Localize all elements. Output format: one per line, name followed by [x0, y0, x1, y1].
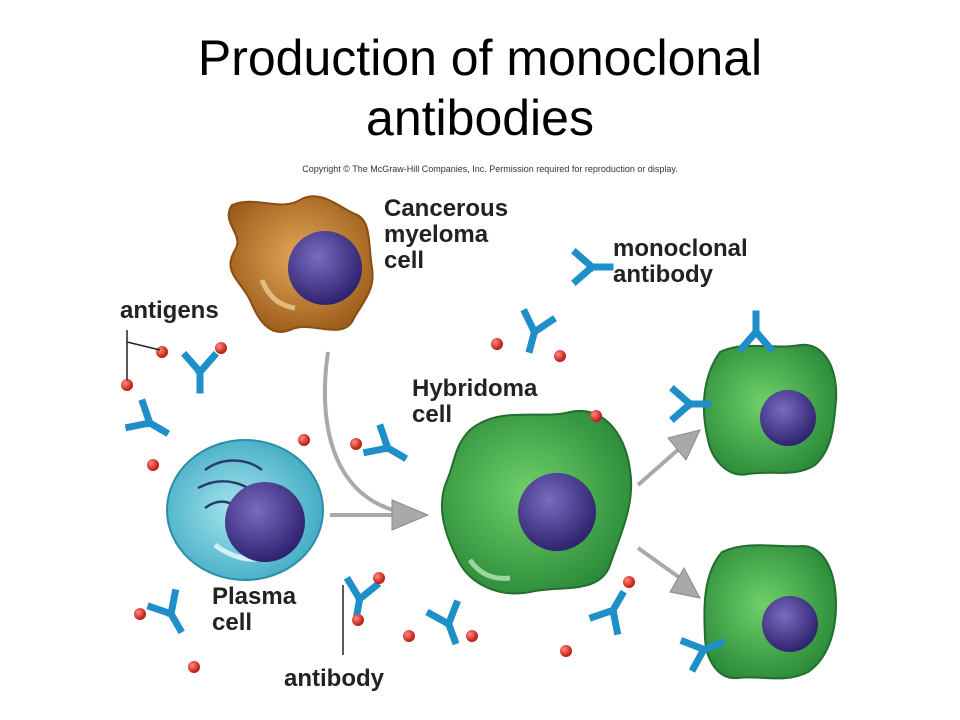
clone-arrow-up	[636, 429, 701, 487]
hybridoma-clone-bottom	[703, 544, 838, 680]
hybridoma-cell	[440, 409, 633, 595]
title-line-2: antibodies	[366, 90, 594, 146]
antigen	[134, 608, 146, 620]
page-title: Production of monoclonal antibodies	[0, 28, 960, 148]
label-myeloma-cell: Cancerous myeloma cell	[384, 196, 508, 274]
antibody	[674, 390, 708, 418]
hybridoma-clone-top	[702, 343, 838, 476]
antigen	[554, 350, 566, 362]
antigen	[623, 576, 635, 588]
label-monoclonal-antibody: monoclonal antibody	[613, 236, 748, 288]
label-hybridoma-cell: Hybridoma cell	[412, 376, 537, 428]
label-hybridoma-line2: cell	[412, 401, 453, 428]
antibody-legend	[576, 253, 610, 281]
label-monoclonal-line2: antibody	[613, 261, 713, 288]
antigen	[121, 379, 133, 391]
label-plasma-line1: Plasma	[212, 583, 297, 610]
myeloma-cell	[227, 195, 374, 333]
leader-lines	[126, 330, 344, 655]
label-hybridoma-line1: Hybridoma	[412, 375, 538, 402]
antibody	[129, 403, 172, 444]
antigen	[373, 572, 385, 584]
antibody	[367, 428, 410, 469]
label-antigens: antigens	[120, 297, 219, 324]
antibody	[516, 313, 552, 353]
antibody	[186, 356, 214, 390]
antigen	[215, 342, 227, 354]
label-myeloma-line1: Cancerous	[384, 195, 509, 222]
label-plasma-line2: cell	[212, 609, 253, 636]
label-myeloma-line3: cell	[384, 247, 425, 274]
antibody	[151, 593, 192, 636]
antibody	[430, 604, 468, 646]
antigen	[147, 459, 159, 471]
antibody	[343, 581, 376, 619]
antigen	[188, 661, 200, 673]
title-line-1: Production of monoclonal	[197, 30, 763, 86]
label-antibody: antibody	[284, 665, 384, 692]
antibody	[742, 314, 770, 348]
label-monoclonal-line1: monoclonal	[613, 235, 748, 262]
antigen	[403, 630, 415, 642]
label-myeloma-line2: myeloma	[384, 221, 489, 248]
antibody	[593, 588, 634, 631]
antigen	[560, 645, 572, 657]
fusion-arrow	[322, 351, 430, 531]
plasma-nucleus	[225, 482, 305, 562]
antigen	[466, 630, 478, 642]
myeloma-nucleus	[288, 231, 362, 305]
antigen	[491, 338, 503, 350]
clone-arrow-down	[636, 546, 701, 599]
antigen	[590, 410, 602, 422]
hybridoma-nucleus	[518, 473, 596, 551]
antigen	[350, 438, 362, 450]
antigens	[121, 338, 635, 673]
plasma-cell	[166, 439, 324, 581]
copyright-notice: Copyright © The McGraw-Hill Companies, I…	[302, 164, 678, 174]
antigen	[298, 434, 310, 446]
antigen	[156, 346, 168, 358]
antigen	[352, 614, 364, 626]
label-plasma-cell: Plasma cell	[212, 584, 296, 636]
